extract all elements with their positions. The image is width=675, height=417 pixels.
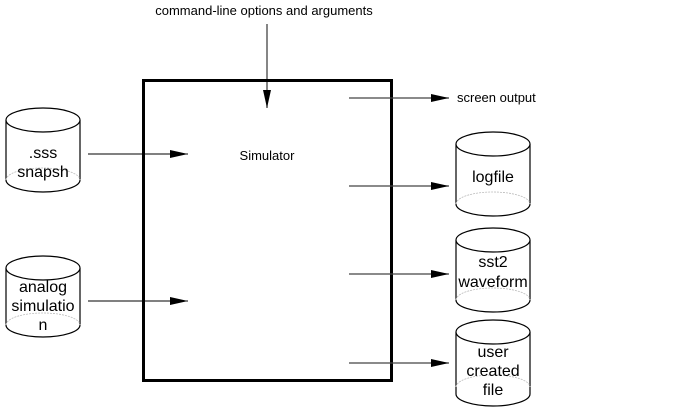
command-line-options-label: command-line options and arguments bbox=[155, 3, 373, 18]
input-analog-simulation-cylinder: analog simulatio n bbox=[5, 255, 81, 338]
user-file-label-line3: file bbox=[483, 382, 504, 399]
input-sss-snapsh-cylinder: .sss snapsh bbox=[5, 107, 81, 193]
sst2-label-line2: waveform bbox=[457, 274, 527, 291]
user-file-label-line1: user bbox=[477, 344, 509, 361]
output-user-created-file-cylinder: user created file bbox=[455, 319, 531, 407]
logfile-label: logfile bbox=[472, 169, 514, 186]
simulator-label: Simulator bbox=[240, 148, 296, 163]
screen-output-label: screen output bbox=[457, 90, 536, 105]
simulator-box bbox=[142, 79, 393, 382]
sst2-label-line1: sst2 bbox=[478, 254, 507, 271]
input-sss-label-line2: snapsh bbox=[17, 164, 69, 181]
input-analog-label-line3: n bbox=[39, 317, 48, 334]
output-logfile-cylinder: logfile bbox=[455, 131, 531, 217]
input-sss-label-line1: .sss bbox=[29, 145, 57, 162]
input-analog-label-line2: simulatio bbox=[11, 298, 74, 315]
output-sst2-waveform-cylinder: sst2 waveform bbox=[455, 227, 531, 313]
user-file-label-line2: created bbox=[466, 363, 519, 380]
input-analog-label-line1: analog bbox=[19, 279, 67, 296]
